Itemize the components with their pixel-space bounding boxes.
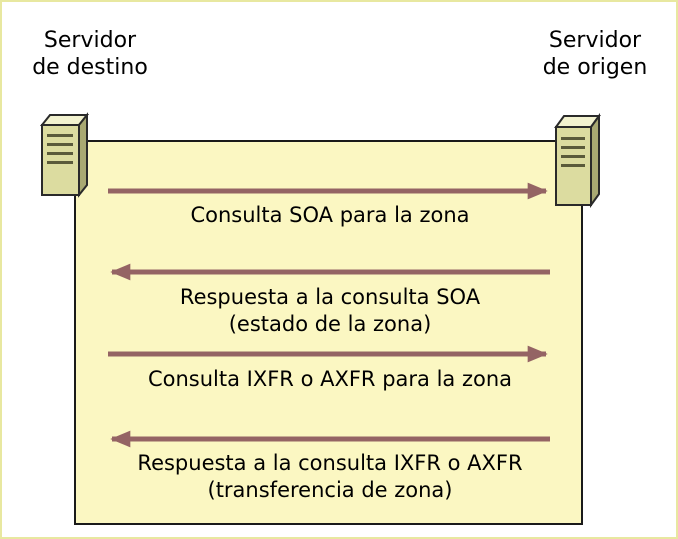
- source-server-label: Servidor de origen: [530, 27, 660, 81]
- message-line2: (transferencia de zona): [207, 478, 453, 502]
- message-line1: Respuesta a la consulta SOA: [179, 285, 481, 309]
- message-line1: Respuesta a la consulta IXFR o AXFR: [137, 451, 523, 475]
- message-xfr-query: Consulta IXFR o AXFR para la zona: [78, 366, 582, 393]
- message-line2: (estado de la zona): [228, 312, 432, 336]
- destination-server-label-line2: de destino: [32, 55, 148, 80]
- server-tower-icon: [39, 112, 90, 198]
- message-soa-response: Respuesta a la consulta SOA (estado de l…: [78, 284, 582, 338]
- server-tower-icon: [554, 112, 601, 209]
- source-server-label-line2: de origen: [542, 55, 648, 80]
- exchange-panel: [74, 140, 583, 525]
- message-soa-query: Consulta SOA para la zona: [78, 202, 582, 229]
- source-server-label-line1: Servidor: [548, 28, 642, 53]
- message-line1: Consulta IXFR o AXFR para la zona: [147, 367, 513, 391]
- message-xfr-response: Respuesta a la consulta IXFR o AXFR (tra…: [78, 450, 582, 504]
- message-line1: Consulta SOA para la zona: [190, 203, 470, 227]
- destination-server-label: Servidor de destino: [30, 27, 150, 81]
- destination-server-label-line1: Servidor: [43, 28, 137, 53]
